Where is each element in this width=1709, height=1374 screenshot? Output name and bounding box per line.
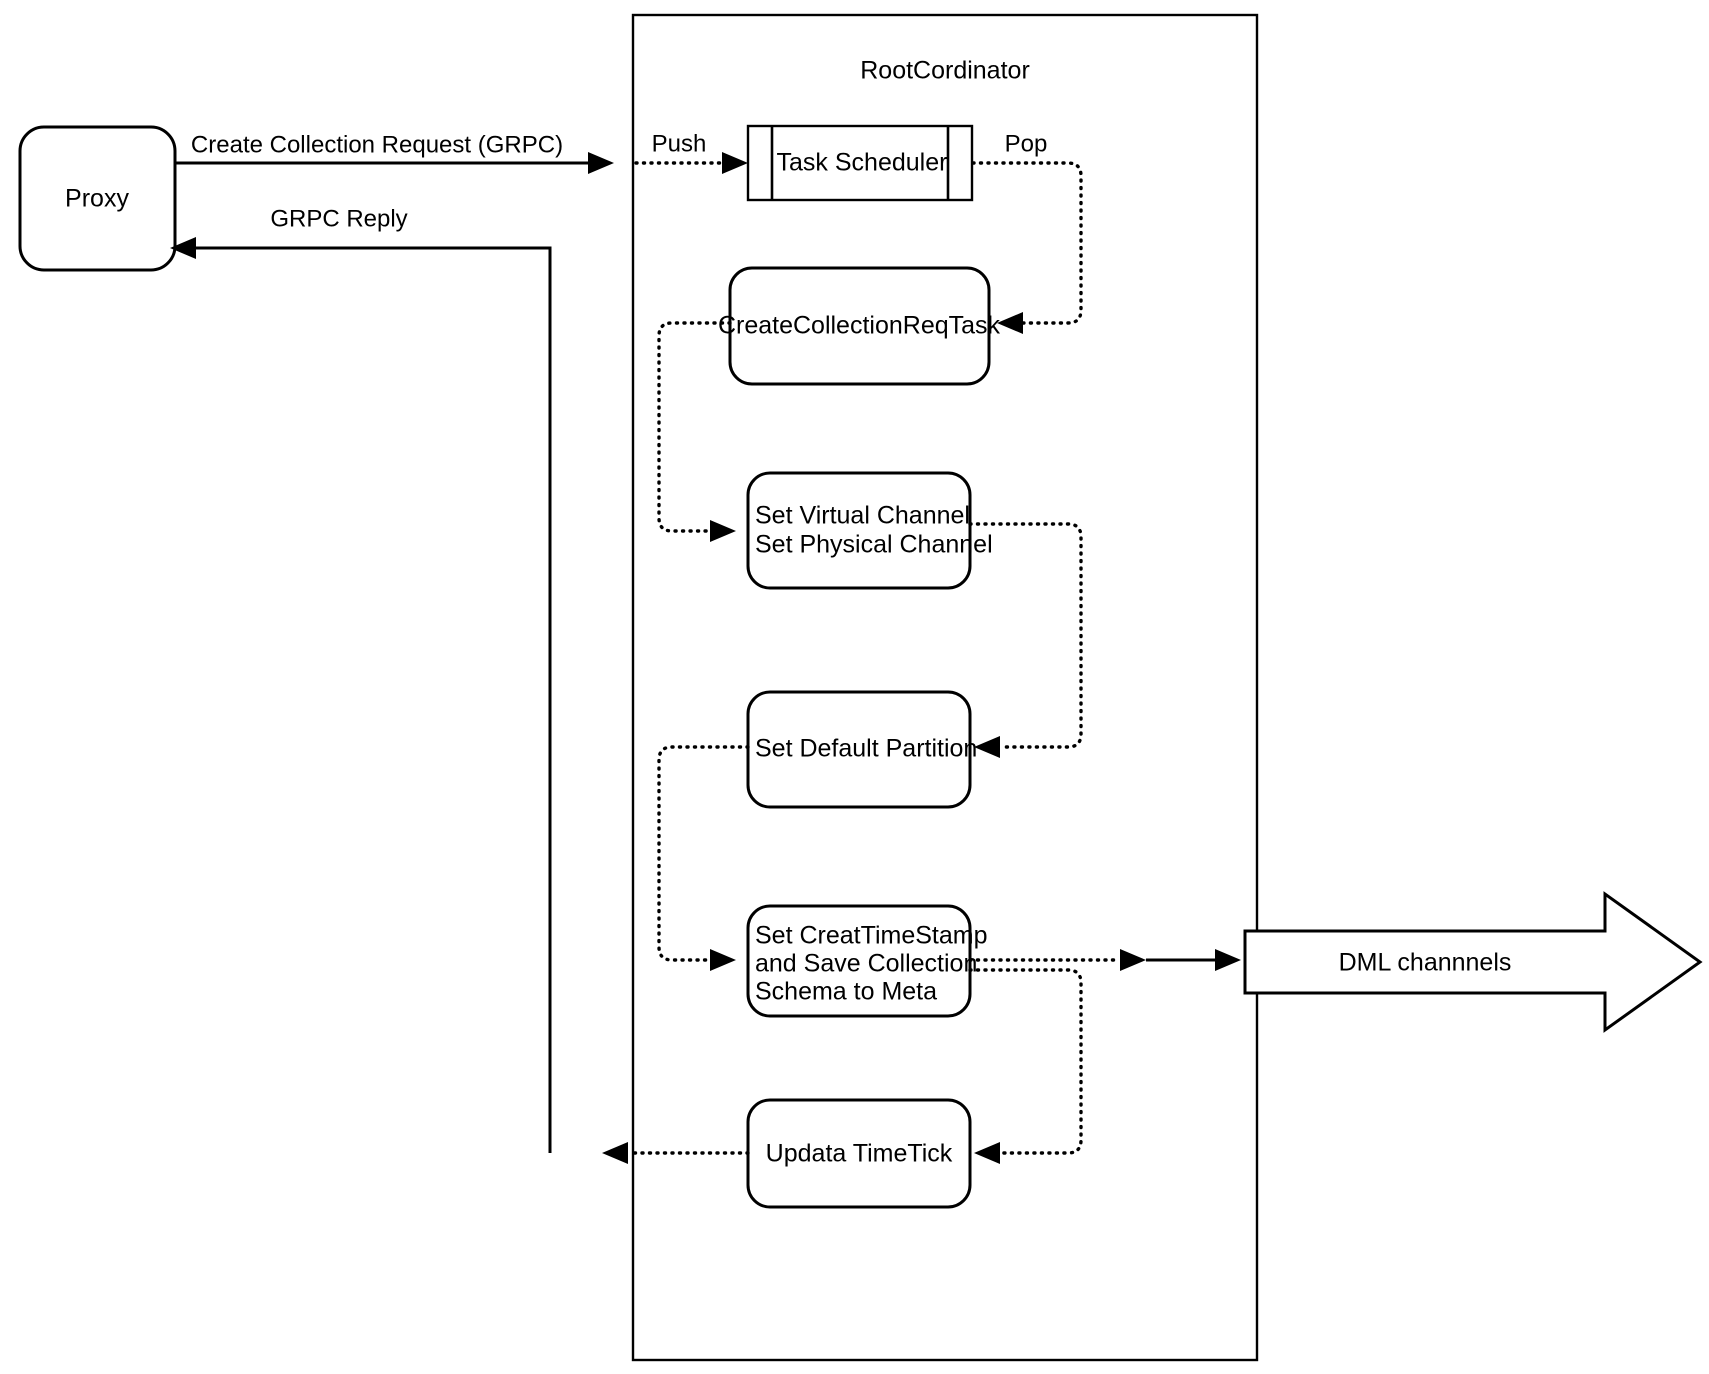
node-create-collection-req-task-label: CreateCollectionReqTask <box>718 312 1001 340</box>
node-set-default-partition[interactable]: Set Default Partition <box>746 690 977 809</box>
node-dml-channels-label: DML channnels <box>1339 949 1512 977</box>
node-set-create-timestamp-label-line3: Schema to Meta <box>755 978 937 1006</box>
node-set-channels-label-line2: Set Physical Channel <box>755 531 993 559</box>
node-set-channels-label-line1: Set Virtual Channel <box>755 502 970 530</box>
edge-task-to-set-channels <box>657 321 736 542</box>
edge-pop-from-scheduler: Pop <box>971 130 1083 334</box>
node-create-collection-req-task[interactable]: CreateCollectionReqTask <box>718 266 1001 386</box>
edge-proxy-to-rootcoord: Create Collection Request (GRPC) <box>176 131 614 174</box>
edge-timetick-to-reply <box>602 1142 750 1164</box>
edge-pop-label: Pop <box>1005 130 1048 157</box>
edge-rootcoord-to-proxy: GRPC Reply <box>170 205 552 1153</box>
edge-push-label: Push <box>652 130 707 157</box>
edge-rootcoord-to-proxy-label: GRPC Reply <box>270 205 407 232</box>
node-task-scheduler-label: Task Scheduler <box>777 149 948 177</box>
edge-timestamp-to-dml <box>968 949 1241 971</box>
edge-push-to-scheduler: Push <box>634 130 748 174</box>
edge-set-channels-to-partition <box>968 522 1083 758</box>
node-set-create-timestamp-label-line2: and Save Collection <box>755 950 977 978</box>
node-update-timetick[interactable]: Updata TimeTick <box>746 1098 972 1209</box>
node-set-create-timestamp-label-line1: Set CreatTimeStamp <box>755 922 987 950</box>
node-set-create-timestamp[interactable]: Set CreatTimeStamp and Save Collection S… <box>746 904 987 1018</box>
node-set-default-partition-label: Set Default Partition <box>755 735 977 763</box>
node-dml-channels[interactable]: DML channnels <box>1243 891 1703 1033</box>
edge-partition-to-timestamp <box>657 745 750 971</box>
node-update-timetick-label: Updata TimeTick <box>766 1140 953 1168</box>
node-set-channels[interactable]: Set Virtual Channel Set Physical Channel <box>746 471 993 590</box>
root-coordinator-title: RootCordinator <box>860 57 1030 85</box>
edge-proxy-to-rootcoord-label: Create Collection Request (GRPC) <box>191 131 563 158</box>
edge-timestamp-to-timetick <box>968 968 1083 1164</box>
node-task-scheduler[interactable]: Task Scheduler <box>746 124 974 202</box>
node-proxy-label: Proxy <box>65 185 129 213</box>
node-proxy[interactable]: Proxy <box>18 125 177 272</box>
